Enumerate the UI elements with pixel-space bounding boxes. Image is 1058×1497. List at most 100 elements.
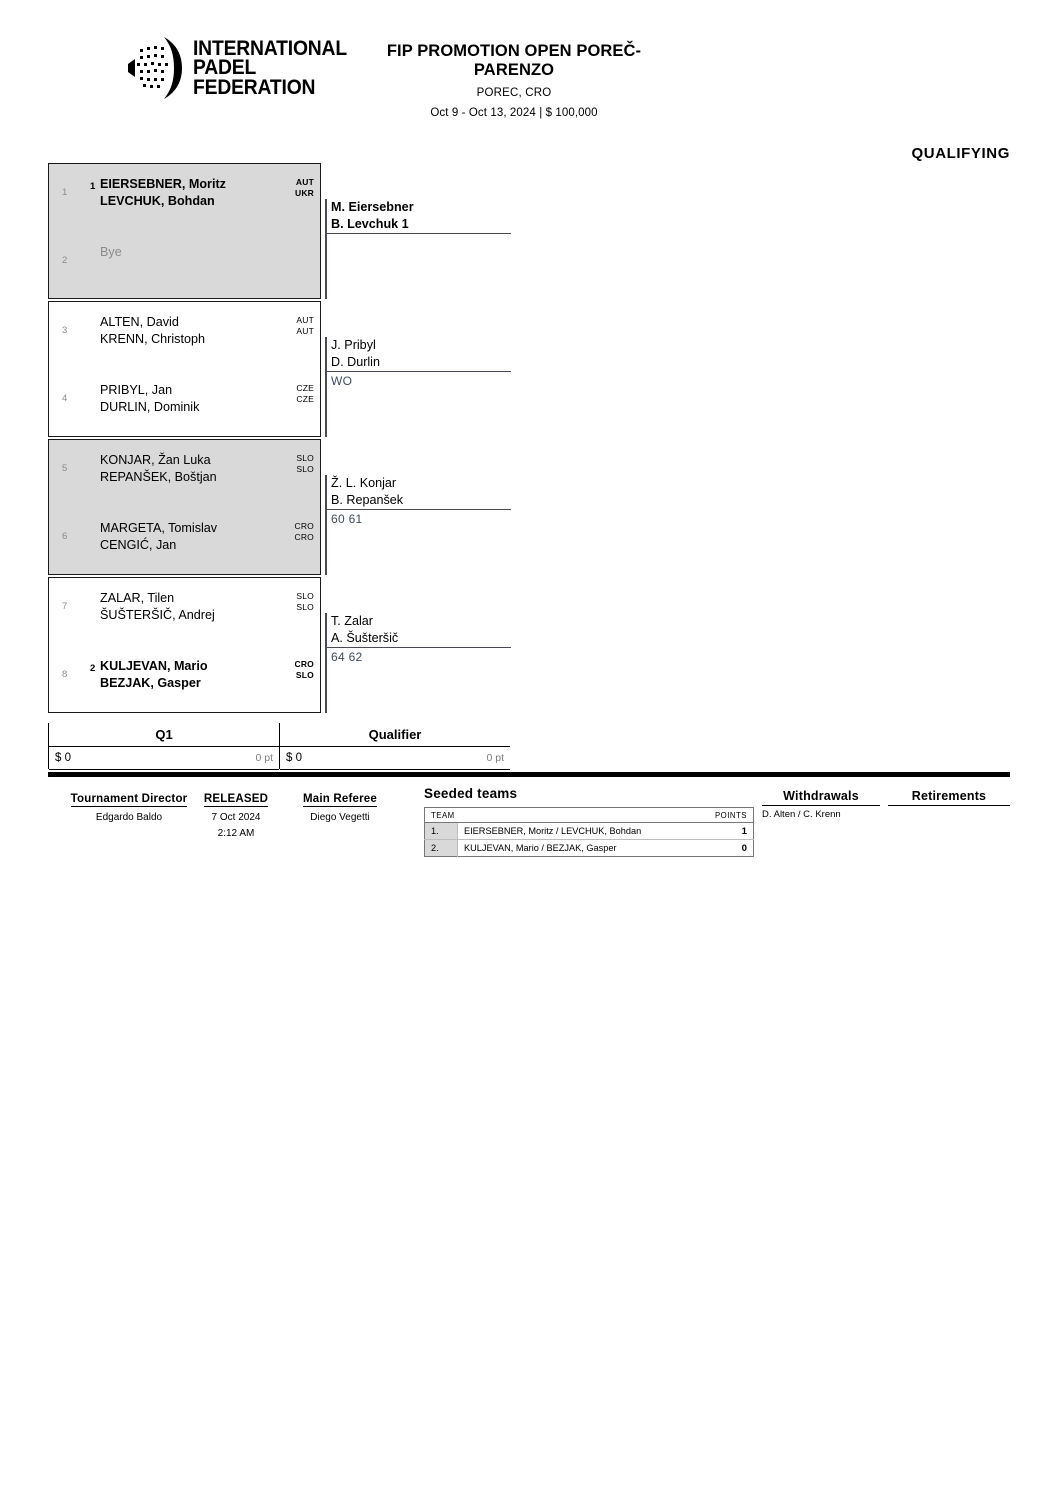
player-name: BEZJAK, Gasper xyxy=(100,675,201,690)
bracket-connector-line xyxy=(325,199,327,299)
seed-points: 1 xyxy=(708,822,754,840)
seed-rank: 1. xyxy=(424,822,458,840)
winner-underline xyxy=(325,233,511,235)
winner-player-name: B. Repanšek xyxy=(331,492,404,507)
country-code: SLO xyxy=(296,464,314,475)
country-code: CRO xyxy=(294,521,314,531)
country-code: CZE xyxy=(296,394,314,405)
seeded-teams-block: Seeded teams TEAM POINTS 1.EIERSEBNER, M… xyxy=(424,786,754,857)
winner-player-name: D. Durlin xyxy=(331,354,380,369)
ipf-logo-wordmark: INTERNATIONAL PADEL FEDERATION xyxy=(193,36,360,98)
player-name: KONJAR, Žan Luka xyxy=(100,453,211,467)
seed-team-name: KULJEVAN, Mario / BEZJAK, Gasper xyxy=(457,839,709,857)
player-name: KULJEVAN, Mario xyxy=(100,659,208,673)
withdrawals-label: Withdrawals xyxy=(762,789,880,806)
main-referee-label: Main Referee xyxy=(303,793,377,807)
country-code: SLO xyxy=(295,670,314,681)
released-label: RELEASED xyxy=(203,793,269,807)
seeded-header-row: TEAM POINTS xyxy=(424,807,754,823)
match-score: 60 61 xyxy=(331,512,363,526)
player-name: PRIBYL, Jan xyxy=(100,383,173,397)
country-code: CRO xyxy=(294,532,314,543)
winner-underline xyxy=(325,647,511,649)
winner-player-name: T. Zalar xyxy=(331,614,373,628)
page-title: FIP PROMOTION OPEN POREČ-PARENZO xyxy=(386,42,642,80)
prize-round-label: Qualifier xyxy=(280,723,510,747)
player-name: EIERSEBNER, Moritz xyxy=(100,177,226,191)
ipf-logo-mark-icon xyxy=(126,35,184,101)
prize-column: Q1 $ 0 0 pt xyxy=(48,723,279,770)
tournament-dates: Oct 9 - Oct 13, 2024 | $ 100,000 xyxy=(430,106,598,119)
tournament-director-block: Tournament Director Edgardo Baldo xyxy=(68,789,190,826)
released-time: 2:12 AM xyxy=(217,827,255,839)
winner-player-name: J. Pribyl xyxy=(331,338,376,352)
prize-points: 0 pt xyxy=(486,752,504,764)
player-name: DURLIN, Dominik xyxy=(100,399,200,414)
prize-money: $ 0 xyxy=(55,752,71,764)
winner-team-names: J. Pribyl D. Durlin xyxy=(331,337,380,370)
slot-seed-number: 2 xyxy=(90,663,96,674)
player-name: LEVCHUK, Bohdan xyxy=(100,193,215,208)
slot-position-number: 7 xyxy=(62,601,68,612)
retirements-label: Retirements xyxy=(888,789,1010,806)
released-date: 7 Oct 2024 xyxy=(211,812,261,823)
prize-points: 0 pt xyxy=(255,752,273,764)
seed-points: 0 xyxy=(708,839,754,857)
country-code: CRO xyxy=(294,659,314,669)
slot-position-number: 4 xyxy=(62,393,68,404)
withdrawals-block: Withdrawals D. Alten / C. Krenn xyxy=(762,789,880,820)
section-label-qualifying: QUALIFYING xyxy=(911,145,1010,162)
released-block: RELEASED 7 Oct 2024 2:12 AM xyxy=(200,789,272,841)
bracket-connector-line xyxy=(325,337,327,437)
seeded-col-team: TEAM xyxy=(424,807,709,823)
bracket-connector-line xyxy=(325,475,327,575)
country-code: AUT xyxy=(296,326,314,337)
slot-position-number: 8 xyxy=(62,669,68,680)
prize-round-label: Q1 xyxy=(49,723,279,747)
retirements-block: Retirements xyxy=(888,789,1010,809)
main-referee-block: Main Referee Diego Vegetti xyxy=(292,789,388,826)
country-code: SLO xyxy=(296,453,314,463)
ipf-logo: INTERNATIONAL PADEL FEDERATION xyxy=(126,30,347,106)
footer-divider xyxy=(48,772,1010,777)
seed-rank: 2. xyxy=(424,839,458,857)
country-code: UKR xyxy=(294,188,314,199)
match-score: 64 62 xyxy=(331,650,363,664)
country-code: CZE xyxy=(296,383,314,393)
slot-seed-number: 1 xyxy=(90,181,96,192)
logo-line-1: INTERNATIONAL xyxy=(193,36,347,60)
tournament-location: POREC, CRO xyxy=(476,86,552,99)
